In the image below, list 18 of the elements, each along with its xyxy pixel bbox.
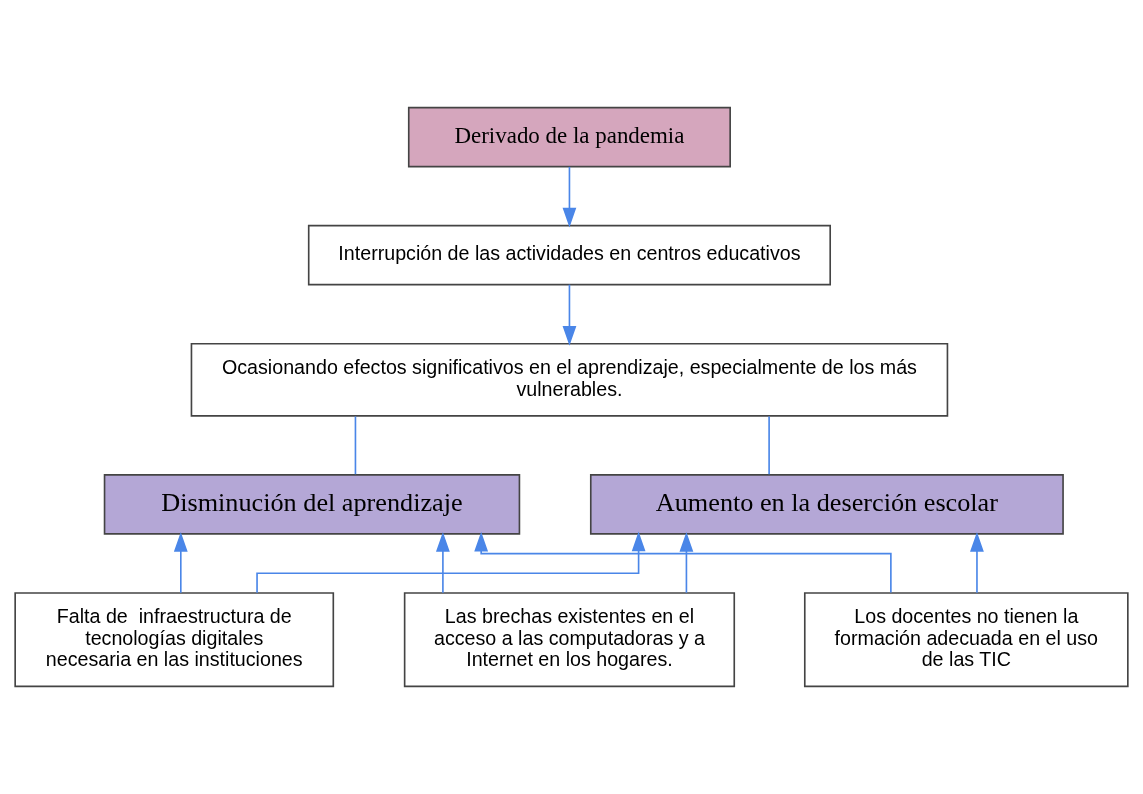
- arrow: [970, 531, 984, 594]
- node-box: Falta de infraestructura de tecnologías digitales necesaria en las instituciones: [14, 592, 335, 688]
- node-box: Las brechas existentes en el acceso a las computadoras y a Internet en los hogares.: [403, 592, 736, 688]
- node-box: Disminución del aprendizaje: [103, 474, 521, 535]
- node-box: Los docentes no tienen la formación adecuada en el uso de las TIC: [803, 592, 1129, 688]
- node-box: Derivado de la pandemia: [407, 106, 731, 168]
- arrow: [562, 166, 577, 228]
- arrow: [679, 531, 694, 594]
- node-box: Interrupción de las actividades en centros educativos: [307, 224, 831, 286]
- connector: [354, 415, 357, 476]
- node-box: Aumento en la deserción escolar: [589, 474, 1064, 535]
- arrow: [474, 531, 892, 594]
- node-box: Ocasionando efectos significativos en el aprendizaje, especialmente de los más vulnerables.: [190, 342, 949, 417]
- arrow: [562, 283, 577, 346]
- arrow: [173, 531, 188, 594]
- connector: [768, 415, 770, 476]
- arrow: [256, 531, 646, 594]
- arrow: [436, 531, 450, 594]
